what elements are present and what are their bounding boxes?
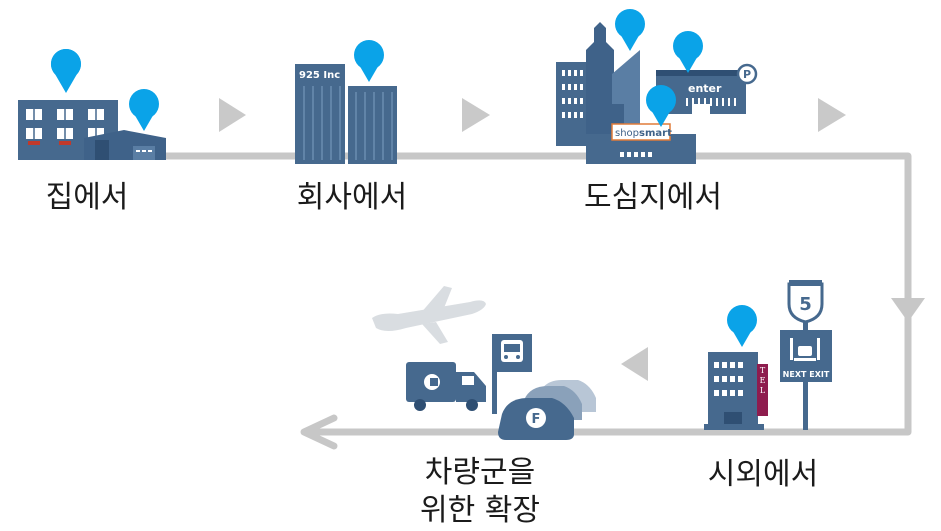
flow-arrow-2: [462, 98, 490, 132]
bus-stop-sign-icon: [492, 334, 532, 414]
flow-arrow-3: [818, 98, 846, 132]
fleet-cars-icon: F: [498, 380, 596, 440]
stage-label-suburbs: 시외에서: [707, 457, 819, 492]
location-pin-icon: [646, 85, 676, 127]
interstate-number: 5: [799, 294, 812, 315]
location-pin-icon: [615, 9, 645, 51]
flow-arrow-4: [621, 347, 648, 381]
location-pin-icon: [727, 305, 757, 347]
stage-label-home: 집에서: [45, 180, 129, 215]
city-skyline-icon: [556, 22, 640, 146]
route-arrowhead-left: [300, 414, 338, 450]
location-pin-icon: [673, 31, 703, 73]
stage-label-downtown: 도심지에서: [584, 180, 722, 215]
fleet-car-letter: F: [532, 412, 541, 427]
next-exit-sign: NEXT EXIT: [783, 370, 830, 379]
route-arrow-down: [891, 298, 925, 322]
hotel-icon: HOTEL: [704, 346, 768, 430]
hotel-sign: HOTEL: [758, 346, 767, 396]
location-pin-icon: [50, 49, 81, 93]
shop-sign-suffix: smart: [639, 128, 672, 139]
office-tower-icon: 925 Inc: [295, 64, 397, 164]
location-pin-icon: [129, 89, 159, 131]
delivery-truck-icon: [406, 362, 486, 411]
highway-exit-sign-icon: 5 NEXT EXIT: [780, 280, 832, 430]
food-service-icon: [790, 338, 820, 361]
svg-text:shopsmart: shopsmart: [615, 128, 672, 139]
shop-sign-prefix: shop: [615, 128, 639, 139]
house-icon: [84, 130, 166, 160]
stage-label-fleet: 차량군을 위한 확장: [420, 455, 540, 528]
enter-sign: enter: [688, 82, 722, 95]
stage-label-office: 회사에서: [296, 180, 408, 215]
flow-arrow-1: [219, 98, 246, 132]
office-sign: 925 Inc: [299, 70, 340, 81]
airplane-icon: [372, 286, 486, 344]
location-pin-icon: [354, 40, 384, 82]
route-path: [90, 152, 912, 436]
parking-sign: P: [743, 68, 751, 81]
